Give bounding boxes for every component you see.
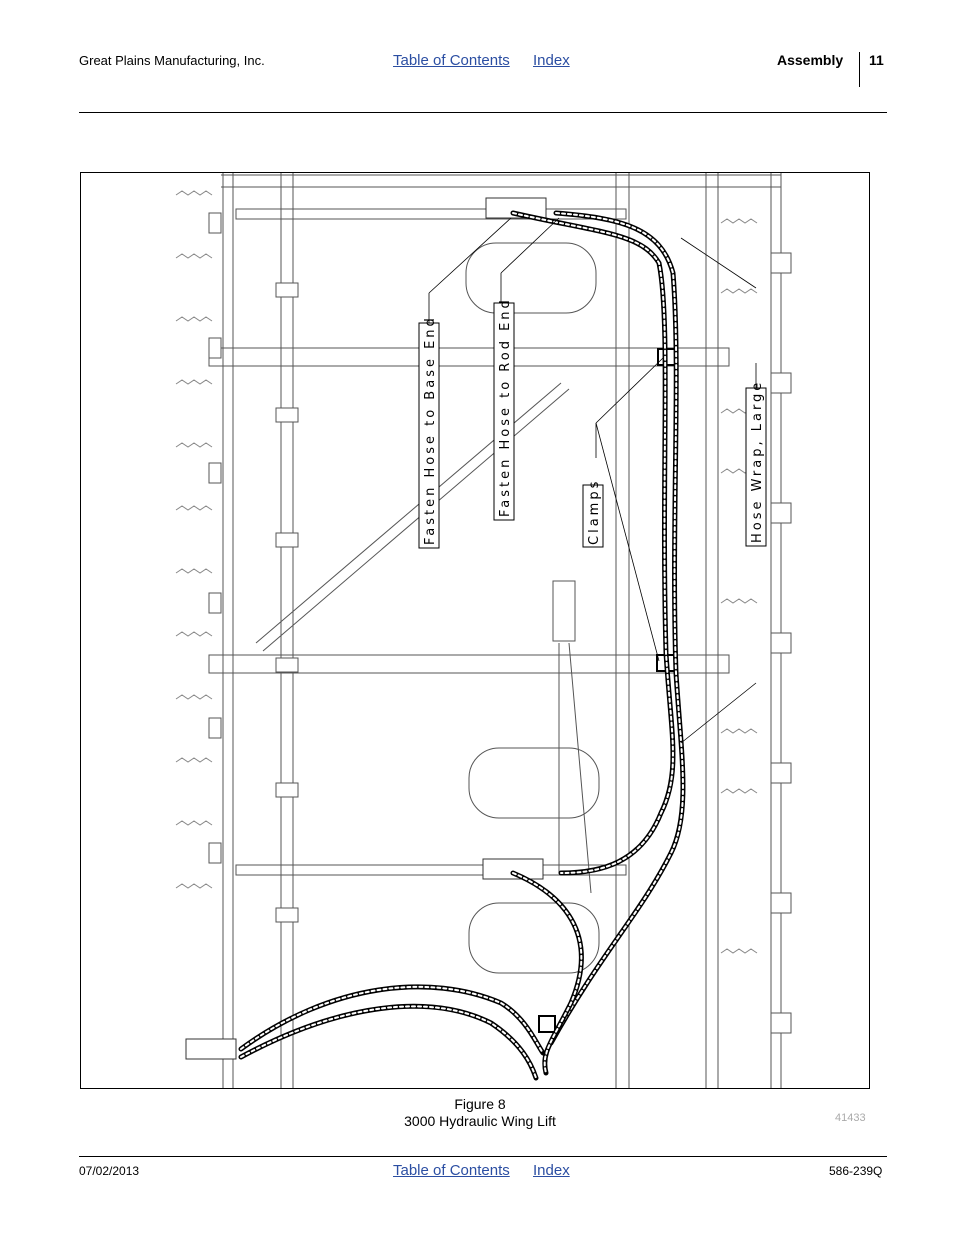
callout-clamps-label: Clamps	[587, 479, 602, 545]
header-table-of-contents-link[interactable]: Table of Contents	[393, 52, 510, 69]
section-title: Assembly	[777, 52, 844, 68]
footer-date: 07/02/2013	[79, 1164, 140, 1178]
callout-base-end: Fasten Hose to Base End	[418, 315, 440, 549]
callout-base-end-label: Fasten Hose to Base End	[423, 315, 438, 545]
header-divider	[859, 52, 860, 87]
company-name: Great Plains Manufacturing, Inc.	[79, 53, 265, 68]
figure-number: Figure 8	[454, 1096, 506, 1112]
figure-drawing: Fasten Hose to Base End Fasten Hose to R…	[80, 172, 870, 1089]
callout-hose-wrap: Hose Wrap, Large	[745, 380, 767, 547]
header-rule	[79, 112, 887, 113]
hydraulic-wing-lift-drawing: Fasten Hose to Base End Fasten Hose to R…	[175, 173, 792, 1088]
callout-rod-end-label: Fasten Hose to Rod End	[498, 297, 513, 517]
footer-rule	[79, 1156, 887, 1157]
figure-title: 3000 Hydraulic Wing Lift	[404, 1113, 556, 1129]
footer-document-number: 586-239Q	[829, 1164, 883, 1178]
footer-table-of-contents-link[interactable]: Table of Contents	[393, 1162, 510, 1179]
callout-rod-end: Fasten Hose to Rod End	[493, 297, 515, 521]
callout-clamps: Clamps	[582, 479, 604, 548]
callout-hose-wrap-label: Hose Wrap, Large	[750, 380, 765, 543]
page-number: 11	[869, 52, 884, 68]
footer-index-link[interactable]: Index	[533, 1162, 570, 1179]
drawing-number: 41433	[835, 1112, 866, 1124]
header-index-link[interactable]: Index	[533, 52, 570, 69]
